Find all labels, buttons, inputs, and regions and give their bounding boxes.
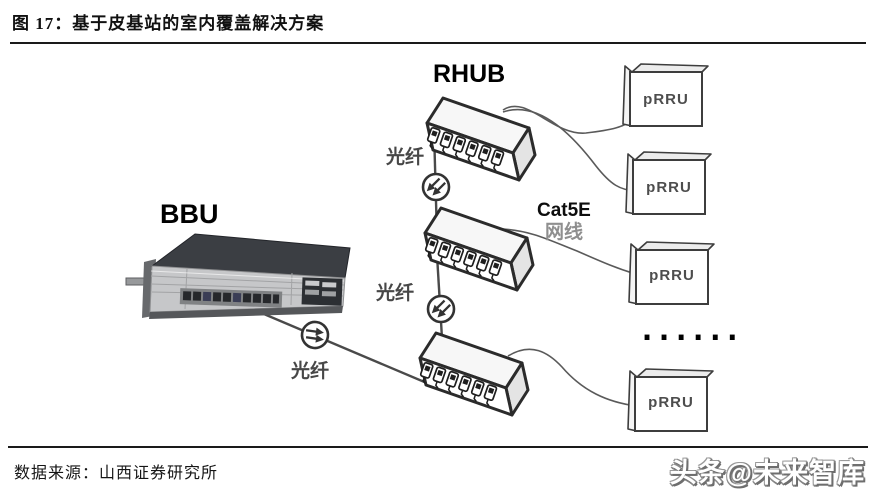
fiber-label-1: 光纤 [386, 147, 425, 168]
bbu-port-strip [179, 288, 283, 308]
cable-rhub1-prru2 [502, 108, 637, 192]
top-divider [10, 42, 866, 44]
bbu-device [125, 233, 351, 319]
cat5e-label: Cat5E [537, 200, 591, 221]
prru-label-1: pRRU [643, 91, 689, 108]
data-source-note: 数据来源：山西证券研究所 [14, 465, 219, 482]
fiber-coupler-icon-3 [300, 320, 329, 349]
rhub-device-3 [418, 333, 528, 415]
fiber-line-bbu-rhub3 [244, 304, 449, 394]
rhub-label: RHUB [433, 60, 506, 88]
bbu-sfp-module [301, 277, 343, 306]
more-prru-ellipsis: ...... [638, 313, 741, 348]
cable-rhub3-prru4 [507, 348, 647, 408]
rhub-device-2 [423, 208, 533, 290]
fiber-label-3: 光纤 [291, 361, 330, 382]
fiber-coupler-icon-1 [418, 169, 455, 206]
fiber-label-2: 光纤 [376, 283, 415, 304]
bbu-label: BBU [160, 199, 219, 229]
prru-label-3: pRRU [649, 267, 695, 284]
bottom-divider [8, 446, 868, 448]
cable-rhub2-prru3 [502, 228, 640, 276]
prru-label-4: pRRU [648, 394, 694, 411]
fiber-coupler-icon-2 [423, 291, 460, 328]
watermark-text: 头条@未来智库 [669, 458, 865, 488]
prru-label-2: pRRU [646, 179, 692, 196]
figure-title: 图 17：基于皮基站的室内覆盖解决方案 [12, 14, 325, 33]
cat5e-sub-label: 网线 [545, 222, 584, 243]
